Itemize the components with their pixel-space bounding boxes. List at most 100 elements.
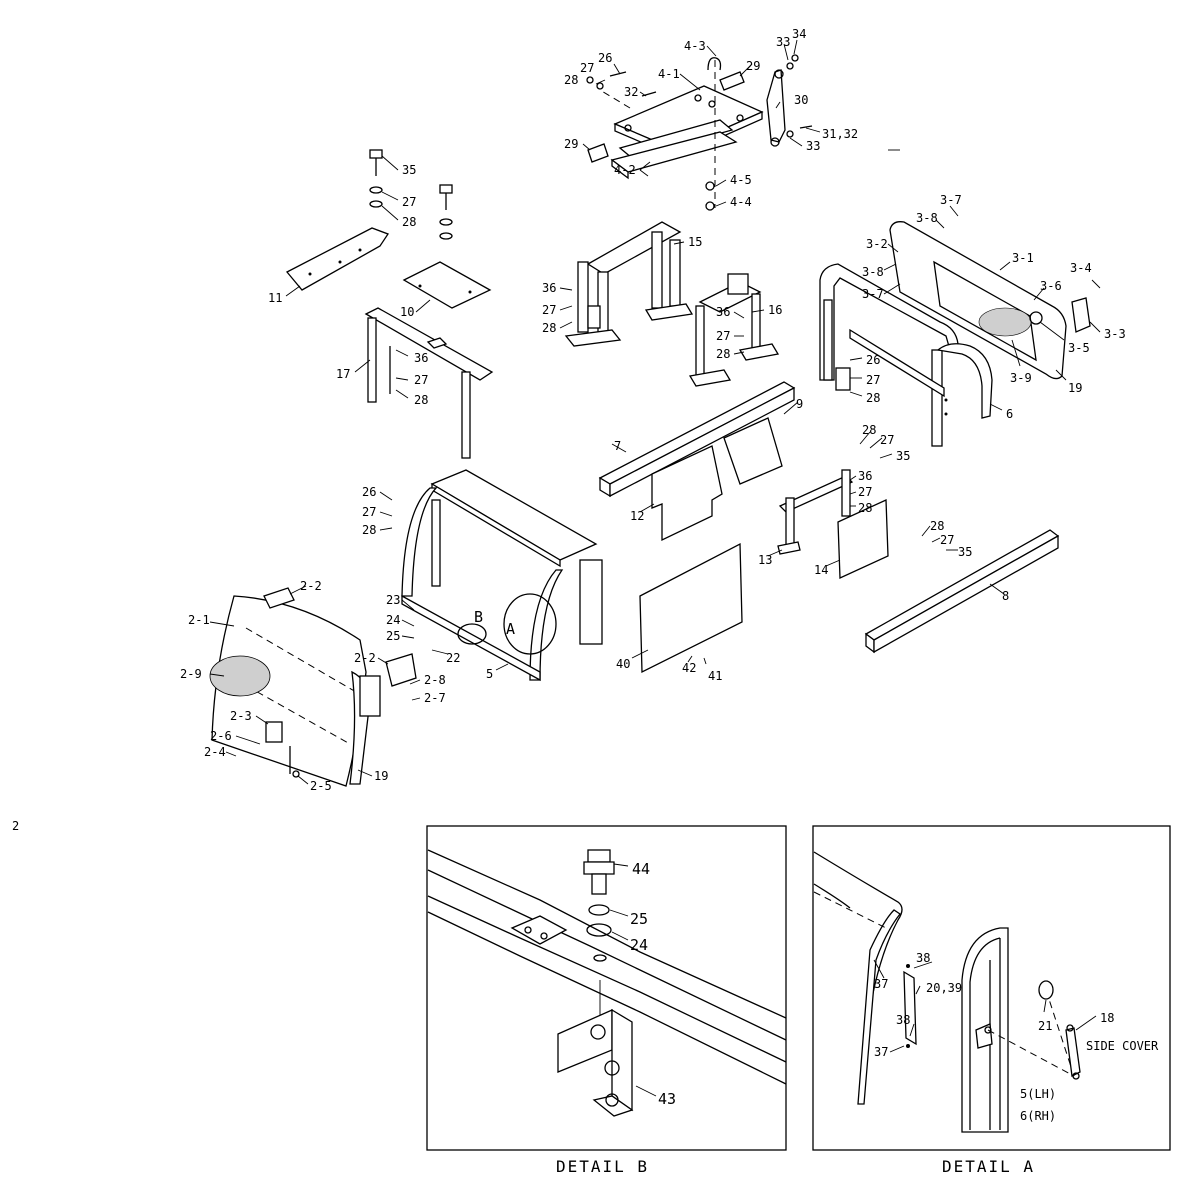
plate-9: [723, 417, 783, 485]
label-41: 41: [708, 669, 722, 683]
detail-a-side-cover: SIDE COVER: [1086, 1039, 1159, 1053]
label-36a: 36: [414, 351, 428, 365]
plate-12: [651, 445, 723, 542]
label-19b: 19: [374, 769, 388, 783]
label-17: 17: [336, 367, 350, 381]
label-3-9: 3-9: [1010, 371, 1032, 385]
label-6: 6: [1006, 407, 1013, 421]
label-30: 30: [794, 93, 808, 107]
label-3-7a: 3-7: [940, 193, 962, 207]
detail-b-label-44: 44: [632, 860, 650, 878]
label-10: 10: [400, 305, 414, 319]
label-5: 5: [486, 667, 493, 681]
label-13: 13: [758, 553, 772, 567]
detail-a-label-20-39: 20,39: [926, 981, 962, 995]
label-42: 42: [682, 661, 696, 675]
label-29a: 29: [746, 59, 760, 73]
label-3-3: 3-3: [1104, 327, 1126, 341]
label-7: 7: [614, 439, 621, 453]
label-24: 24: [386, 613, 400, 627]
detail-a-label-37b: 37: [874, 1045, 888, 1059]
label-4-2: 4-2: [614, 163, 636, 177]
label-27c: 27: [414, 373, 428, 387]
label-3-1: 3-1: [1012, 251, 1034, 265]
label-27j: 27: [362, 505, 376, 519]
detail-b-label-24: 24: [630, 936, 648, 954]
label-3-4: 3-4: [1070, 261, 1092, 275]
label-22: 22: [446, 651, 460, 665]
label-27b: 27: [402, 195, 416, 209]
label-27f: 27: [866, 373, 880, 387]
label-35c: 35: [958, 545, 972, 559]
label-27h: 27: [858, 485, 872, 499]
label-2-8: 2-8: [424, 673, 446, 687]
label-8: 8: [1002, 589, 1009, 603]
louver-screen-3-9: [978, 307, 1032, 337]
label-35b: 35: [896, 449, 910, 463]
detail-a-caption: DETAIL A: [942, 1157, 1035, 1176]
label-36d: 36: [858, 469, 872, 483]
detail-a-panel: 38 37 20,39 38 37 21 18 SIDE COVER 5(LH)…: [812, 825, 1171, 1176]
label-28e: 28: [716, 347, 730, 361]
label-35a: 35: [402, 163, 416, 177]
label-33b: 33: [806, 139, 820, 153]
label-34: 34: [792, 27, 806, 41]
label-40: 40: [616, 657, 630, 671]
label-29b: 29: [564, 137, 578, 151]
label-4-3: 4-3: [684, 39, 706, 53]
bracket-15: [564, 221, 694, 347]
label-16: 16: [768, 303, 782, 317]
frame-5: [401, 469, 603, 682]
label-28b: 28: [402, 215, 416, 229]
bracket-16: [688, 273, 780, 387]
label-28i: 28: [930, 519, 944, 533]
label-2-6: 2-6: [210, 729, 232, 743]
label-28f: 28: [866, 391, 880, 405]
detail-a-label-18: 18: [1100, 1011, 1114, 1025]
label-2-1: 2-1: [188, 613, 210, 627]
label-2-5: 2-5: [310, 779, 332, 793]
detail-a-label-21: 21: [1038, 1019, 1052, 1033]
label-9: 9: [796, 397, 803, 411]
label-12: 12: [630, 509, 644, 523]
side-door-2-1: [209, 587, 417, 787]
label-19a: 19: [1068, 381, 1082, 395]
label-36c: 36: [716, 305, 730, 319]
label-2-4: 2-4: [204, 745, 226, 759]
label-28d: 28: [542, 321, 556, 335]
label-27a: 27: [580, 61, 594, 75]
label-28j: 28: [362, 523, 376, 537]
label-15: 15: [688, 235, 702, 249]
detail-a-label-38b: 38: [896, 1013, 910, 1027]
label-2-7: 2-7: [424, 691, 446, 705]
label-32: 32: [624, 85, 638, 99]
frame-6: [819, 263, 993, 447]
label-27e: 27: [716, 329, 730, 343]
label-circle-b: B: [474, 608, 483, 626]
detail-b-caption: DETAIL B: [556, 1157, 649, 1176]
label-25: 25: [386, 629, 400, 643]
label-2-3: 2-3: [230, 709, 252, 723]
part-labels: 4-3 4-1 29 26 27 28 32 33 34 30 31,32 33…: [180, 27, 1126, 793]
label-26c: 26: [362, 485, 376, 499]
leader-lines: [209, 39, 1101, 785]
detail-b-label-25: 25: [630, 910, 648, 928]
panel-40: [639, 542, 743, 674]
label-2-2a: 2-2: [300, 579, 322, 593]
label-3-8a: 3-8: [916, 211, 938, 225]
label-3-7b: 3-7: [862, 287, 884, 301]
label-33a: 33: [776, 35, 790, 49]
detail-a-label-5lh: 5(LH): [1020, 1087, 1056, 1101]
label-3-5: 3-5: [1068, 341, 1090, 355]
beam-8: [864, 529, 1060, 654]
label-3-6: 3-6: [1040, 279, 1062, 293]
label-23: 23: [386, 593, 400, 607]
beam-7: [598, 381, 796, 498]
detail-a-label-37a: 37: [874, 977, 888, 991]
detail-a-label-6rh: 6(RH): [1020, 1109, 1056, 1123]
label-28h: 28: [858, 501, 872, 515]
label-26b: 26: [866, 353, 880, 367]
label-3-2: 3-2: [866, 237, 888, 251]
label-2-9: 2-9: [180, 667, 202, 681]
